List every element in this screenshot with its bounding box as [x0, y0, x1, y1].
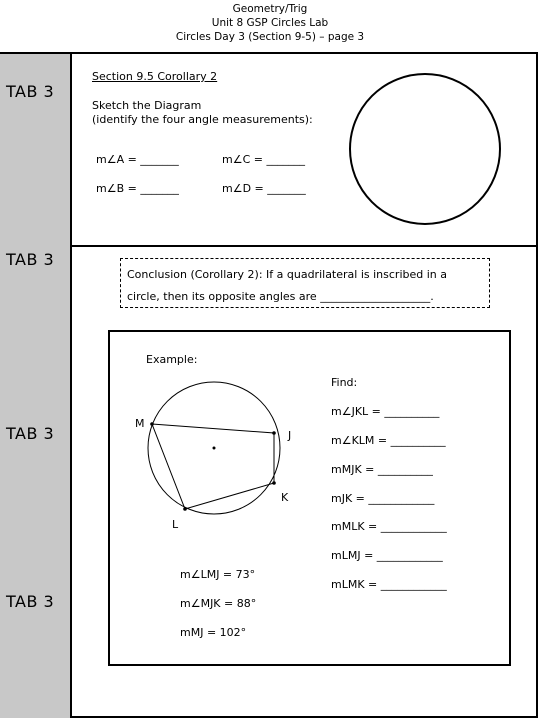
conclusion-blank: circle, then its opposite angles are ___…: [127, 290, 434, 303]
quadrilateral-mjkl: [151, 423, 275, 510]
angle-b-blank: m∠B = _______: [96, 182, 179, 195]
sketch-instruction: Sketch the Diagram: [92, 99, 202, 112]
given-angle-mjk: m∠MJK = 88°: [180, 597, 257, 610]
point-j: [272, 431, 276, 435]
find-item: mMLK = ____________: [331, 520, 447, 533]
conclusion-box: Conclusion (Corollary 2): If a quadrilat…: [120, 258, 490, 308]
angle-c-blank: m∠C = _______: [222, 153, 305, 166]
find-item: mJK = ____________: [331, 492, 435, 505]
angle-a-blank: m∠A = _______: [96, 153, 179, 166]
tab-column: TAB 3 TAB 3 TAB 3 TAB 3: [0, 54, 72, 718]
circle-center-point: [212, 446, 216, 450]
tab-label: TAB 3: [6, 424, 55, 443]
header-day: Circles Day 3 (Section 9-5) – page 3: [175, 31, 365, 43]
section-divider: [72, 245, 538, 247]
given-arc-mj: mMJ = 102°: [180, 626, 247, 639]
sketch-circle: [349, 73, 501, 225]
example-box: [108, 330, 511, 666]
tab-label: TAB 3: [6, 592, 55, 611]
tab-label: TAB 3: [6, 250, 55, 269]
label-l: L: [172, 518, 179, 531]
label-k: K: [281, 491, 289, 504]
point-k: [272, 481, 276, 485]
point-m: [150, 422, 154, 426]
circle: [147, 381, 281, 515]
given-angle-lmj: m∠LMJ = 73°: [180, 568, 256, 581]
label-m: M: [135, 417, 145, 430]
angle-d-blank: m∠D = _______: [222, 182, 306, 195]
find-item: m∠KLM = __________: [331, 434, 446, 447]
find-item: mLMK = ____________: [331, 578, 447, 591]
find-item: mMJK = __________: [331, 463, 433, 476]
page-header: Geometry/Trig Unit 8 GSP Circles Lab Cir…: [0, 2, 540, 44]
find-item: m∠JKL = __________: [331, 405, 440, 418]
find-item: mLMJ = ____________: [331, 549, 443, 562]
sketch-instruction-detail: (identify the four angle measurements):: [92, 113, 313, 126]
point-l: [183, 507, 187, 511]
tab-label: TAB 3: [6, 82, 55, 101]
section-title: Section 9.5 Corollary 2: [92, 70, 218, 83]
example-label: Example:: [146, 353, 198, 366]
find-label: Find:: [331, 376, 358, 389]
header-unit: Unit 8 GSP Circles Lab: [211, 17, 329, 29]
label-j: J: [287, 429, 291, 442]
header-course: Geometry/Trig: [232, 3, 308, 15]
conclusion-text: Conclusion (Corollary 2): If a quadrilat…: [127, 268, 447, 281]
inscribed-quadrilateral-diagram: M J K L: [135, 381, 291, 531]
